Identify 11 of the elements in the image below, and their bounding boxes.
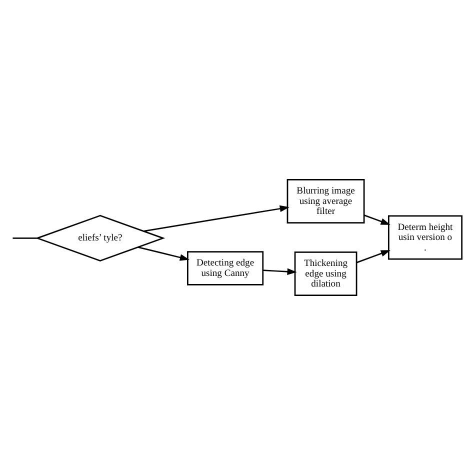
node-box: Determ height usin version o . — [388, 214, 462, 260]
node-box: Detecting edge using Canny — [187, 250, 264, 285]
arrow — [138, 246, 190, 260]
arrow — [356, 250, 390, 263]
node-box: Thickening edge using dilation — [294, 251, 358, 296]
arrow — [263, 268, 297, 274]
node-diamond: eliefs’ tyle? — [35, 214, 166, 261]
arrow — [143, 204, 290, 232]
arrow — [364, 214, 390, 224]
connector — [12, 237, 38, 238]
node-box: Blurring image using average filter — [286, 178, 365, 223]
